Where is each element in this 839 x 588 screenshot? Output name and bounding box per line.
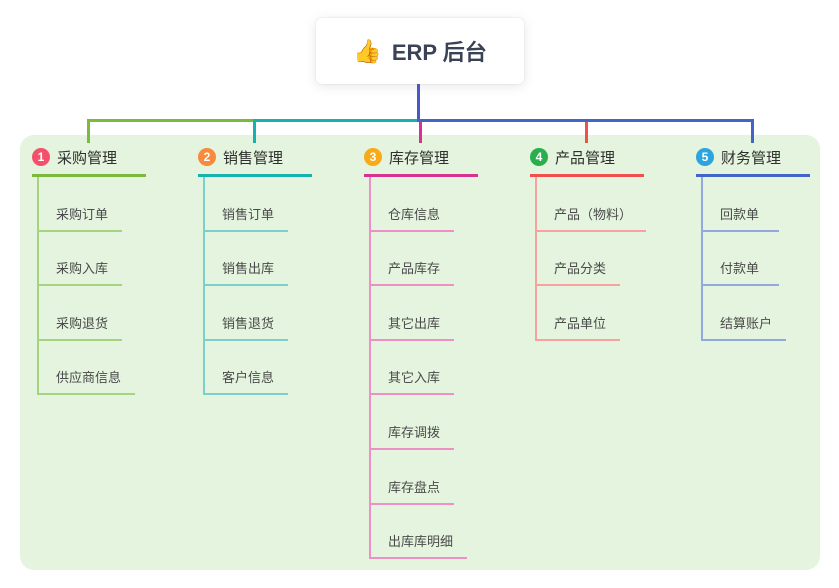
branch-3-child-3[interactable]: 其它出库 [371,286,455,341]
branch-1-number-badge: 1 [32,148,50,166]
branch-2-child-2[interactable]: 销售出库 [205,232,289,287]
connector-seg-right [417,119,754,122]
branch-3: 3 库存管理仓库信息产品库存其它出库其它入库库存调拨库存盘点出库库明细 [364,140,514,560]
branch-2: 2 销售管理销售订单销售出库销售退货客户信息 [198,140,348,396]
branch-3-header[interactable]: 3 库存管理 [364,140,478,177]
connector-seg-left [87,119,256,122]
branch-3-child-1[interactable]: 仓库信息 [371,177,455,232]
branch-3-child-2[interactable]: 产品库存 [371,232,455,287]
branch-5-number-badge: 5 [696,148,714,166]
branches-panel [20,135,820,570]
branch-1-child-3[interactable]: 采购退货 [39,286,123,341]
branch-4-children: 产品（物料）产品分类产品单位 [535,177,647,341]
branch-3-child-7[interactable]: 出库库明细 [371,505,468,560]
branch-1-header[interactable]: 1 采购管理 [32,140,146,177]
connector-seg-mid [253,119,420,122]
branch-1: 1 采购管理采购订单采购入库采购退货供应商信息 [32,140,182,396]
branch-5-child-1[interactable]: 回款单 [703,177,779,232]
branch-5-child-2[interactable]: 付款单 [703,232,779,287]
branch-5-children: 回款单付款单结算账户 [701,177,787,341]
branch-5: 5 财务管理回款单付款单结算账户 [696,140,839,341]
branch-4: 4 产品管理产品（物料）产品分类产品单位 [530,140,680,341]
thumbs-up-icon: 👍 [353,37,382,64]
branch-1-children: 采购订单采购入库采购退货供应商信息 [37,177,136,396]
branch-3-child-5[interactable]: 库存调拨 [371,395,455,450]
connector-drop-4 [585,119,588,143]
branch-5-child-3[interactable]: 结算账户 [703,286,787,341]
branch-3-title: 库存管理 [389,149,450,167]
branch-4-child-2[interactable]: 产品分类 [537,232,621,287]
branch-2-number-badge: 2 [198,148,216,166]
branch-1-title: 采购管理 [57,149,118,167]
root-node-erp-backend[interactable]: 👍 ERP 后台 [316,18,524,84]
branch-2-child-1[interactable]: 销售订单 [205,177,289,232]
branch-5-title: 财务管理 [721,149,782,167]
branch-1-child-1[interactable]: 采购订单 [39,177,123,232]
root-node-title: ERP 后台 [391,40,487,65]
branch-2-header[interactable]: 2 销售管理 [198,140,312,177]
connector-drop-2 [253,119,256,143]
branch-4-number-badge: 4 [530,148,548,166]
branch-2-child-4[interactable]: 客户信息 [205,341,289,396]
branch-1-child-4[interactable]: 供应商信息 [39,341,136,396]
branch-3-children: 仓库信息产品库存其它出库其它入库库存调拨库存盘点出库库明细 [369,177,468,560]
branch-3-child-6[interactable]: 库存盘点 [371,450,455,505]
branch-3-child-4[interactable]: 其它入库 [371,341,455,396]
branch-2-children: 销售订单销售出库销售退货客户信息 [203,177,289,396]
branch-2-child-3[interactable]: 销售退货 [205,286,289,341]
connector-root-stem [417,84,420,122]
branch-4-child-3[interactable]: 产品单位 [537,286,621,341]
branch-5-header[interactable]: 5 财务管理 [696,140,810,177]
connector-drop-3 [419,119,422,143]
connector-drop-5 [751,119,754,143]
branch-4-header[interactable]: 4 产品管理 [530,140,644,177]
branch-1-child-2[interactable]: 采购入库 [39,232,123,287]
branch-4-title: 产品管理 [555,149,616,167]
connector-drop-1 [87,119,90,143]
branch-4-child-1[interactable]: 产品（物料） [537,177,647,232]
branch-2-title: 销售管理 [223,149,284,167]
branch-3-number-badge: 3 [364,148,382,166]
